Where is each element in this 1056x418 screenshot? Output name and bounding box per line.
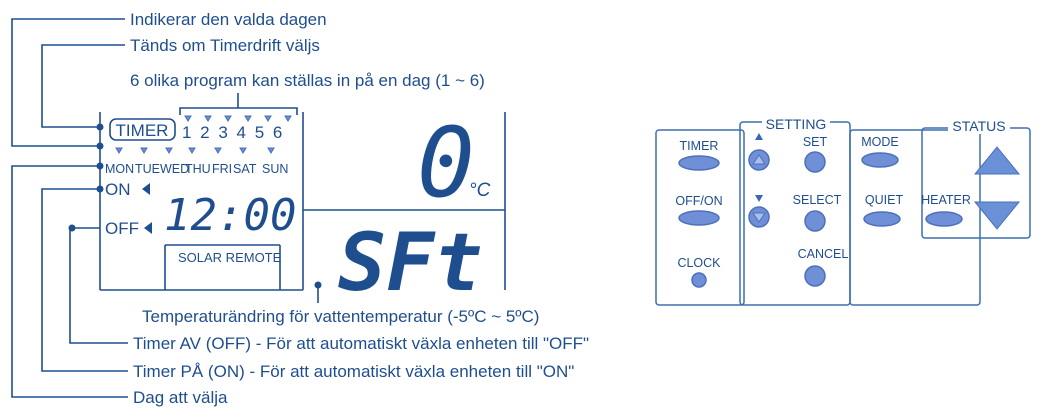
day-label: THU <box>185 162 211 176</box>
lcd-program-numbers: 1 2 3 4 5 6 <box>182 123 284 142</box>
lcd-on-label: ON <box>105 180 131 199</box>
off-arrow-icon <box>144 222 152 234</box>
lcd-off-label: OFF <box>105 219 139 238</box>
callout-temp-change: Temperaturändring för vattentemperatur (… <box>142 307 539 326</box>
left-button-group <box>655 129 745 306</box>
day-label: TUE <box>135 162 160 176</box>
day-label: SUN <box>262 162 288 176</box>
status-down-button[interactable] <box>973 201 1021 230</box>
callout-day-select: Dag att välja <box>133 388 228 407</box>
timer-button-label: TIMER <box>680 139 719 153</box>
callout-selected-day: Indikerar den valda dagen <box>130 10 327 29</box>
setting-title: SETTING <box>766 116 827 132</box>
arrow-up-icon <box>755 133 763 140</box>
day-label: SAT <box>233 162 257 176</box>
cancel-button[interactable]: CANCEL <box>798 247 849 287</box>
offon-button[interactable]: OFF/ON <box>675 194 723 226</box>
day-label: MON <box>105 162 134 176</box>
setting-up-button[interactable] <box>748 133 770 171</box>
lcd-clock: 12:00 <box>164 190 296 241</box>
day-label: FRI <box>212 162 232 176</box>
callout-lines <box>11 18 322 398</box>
lcd-display: TIMER 1 2 3 4 5 6 MON TUE WED THU FRI <box>99 107 506 309</box>
lcd-temp-value: 0 <box>417 107 475 219</box>
button-panel: SETTING STATUS TIMER OFF/ON CLOCK <box>655 116 1031 306</box>
day-markers <box>115 147 275 154</box>
clock-button-label: CLOCK <box>677 256 721 270</box>
cancel-button-label: CANCEL <box>798 247 849 261</box>
callout-timer-on: Timer PÅ (ON) - För att automatiskt växl… <box>133 362 574 381</box>
set-button-label: SET <box>803 135 828 149</box>
select-button-label: SELECT <box>793 193 842 207</box>
mode-button[interactable]: MODE <box>861 135 899 168</box>
quiet-button[interactable]: QUIET <box>863 193 904 227</box>
lcd-mode-text: SFt <box>338 216 483 309</box>
lcd-temp-unit: °C <box>469 180 491 201</box>
callout-programs: 6 olika program kan ställas in på en dag… <box>130 71 485 90</box>
select-button[interactable]: SELECT <box>793 193 842 232</box>
timer-button[interactable]: TIMER <box>678 139 720 171</box>
mode-button-label: MODE <box>861 135 899 149</box>
arrow-down-icon <box>755 195 763 202</box>
status-title: STATUS <box>952 118 1005 134</box>
lcd-footer: SOLAR REMOTE <box>178 250 282 265</box>
status-up-button[interactable] <box>973 146 1021 175</box>
heater-button-label: HEATER <box>921 193 971 207</box>
setting-down-button[interactable] <box>748 195 770 228</box>
heater-button[interactable]: HEATER <box>921 193 971 227</box>
quiet-button-label: QUIET <box>865 193 904 207</box>
timer-indicator-box <box>109 118 176 141</box>
program-markers <box>184 115 292 122</box>
callout-timer-off: Timer AV (OFF) - För att automatiskt väx… <box>133 334 589 353</box>
lcd-timer-label: TIMER <box>116 121 169 140</box>
right-button-group <box>849 129 981 306</box>
clock-button[interactable]: CLOCK <box>677 256 721 288</box>
lcd-day-row: MON TUE WED THU FRI SAT SUN <box>105 162 288 176</box>
on-arrow-icon <box>142 183 150 195</box>
set-button[interactable]: SET <box>803 135 828 173</box>
callout-timer-lit: Tänds om Timerdrift väljs <box>130 36 320 55</box>
offon-button-label: OFF/ON <box>675 194 722 208</box>
day-label: WED <box>160 162 189 176</box>
